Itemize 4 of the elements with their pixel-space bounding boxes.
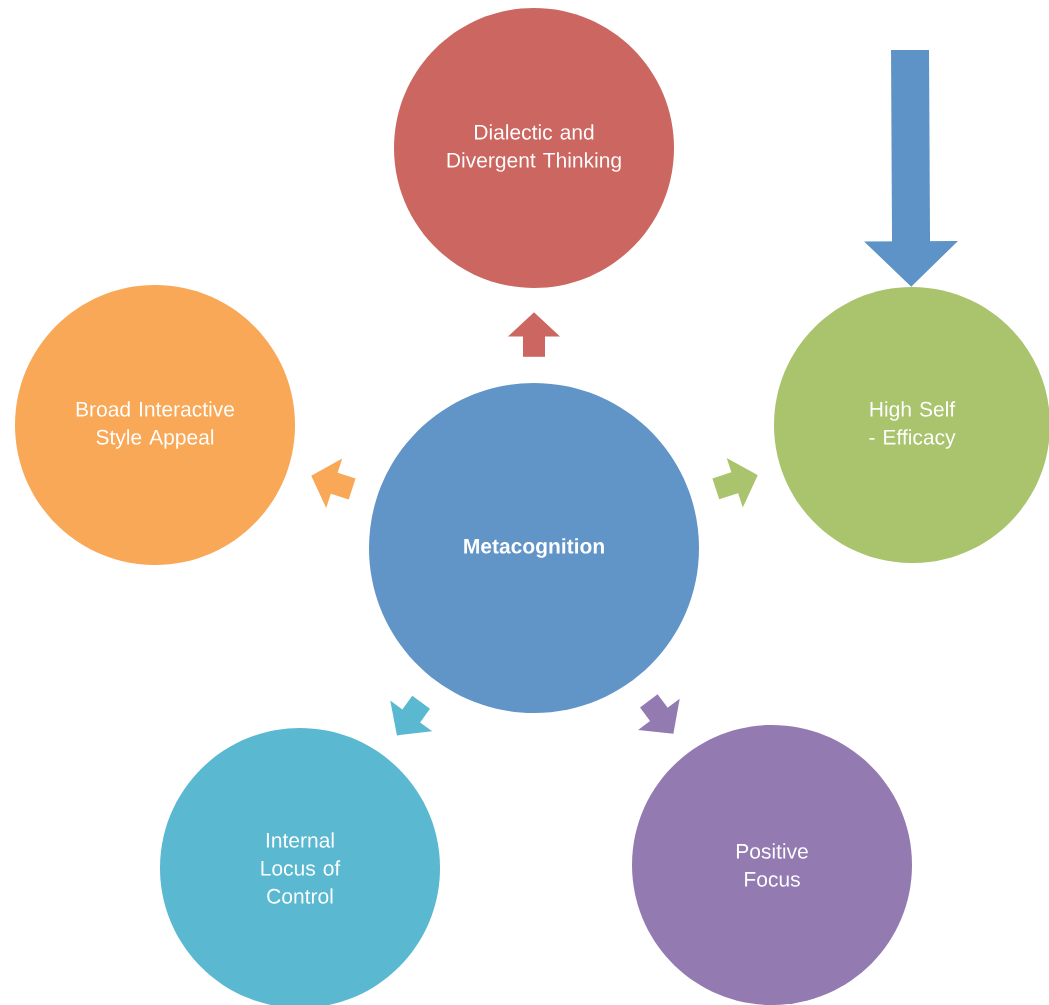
circle-node: Broad Interactive Style Appeal	[15, 285, 295, 565]
circle-node: Positive Focus	[632, 725, 912, 1005]
circle-node: Dialectic and Divergent Thinking	[394, 8, 674, 288]
circle-node: Metacognition	[369, 383, 699, 713]
